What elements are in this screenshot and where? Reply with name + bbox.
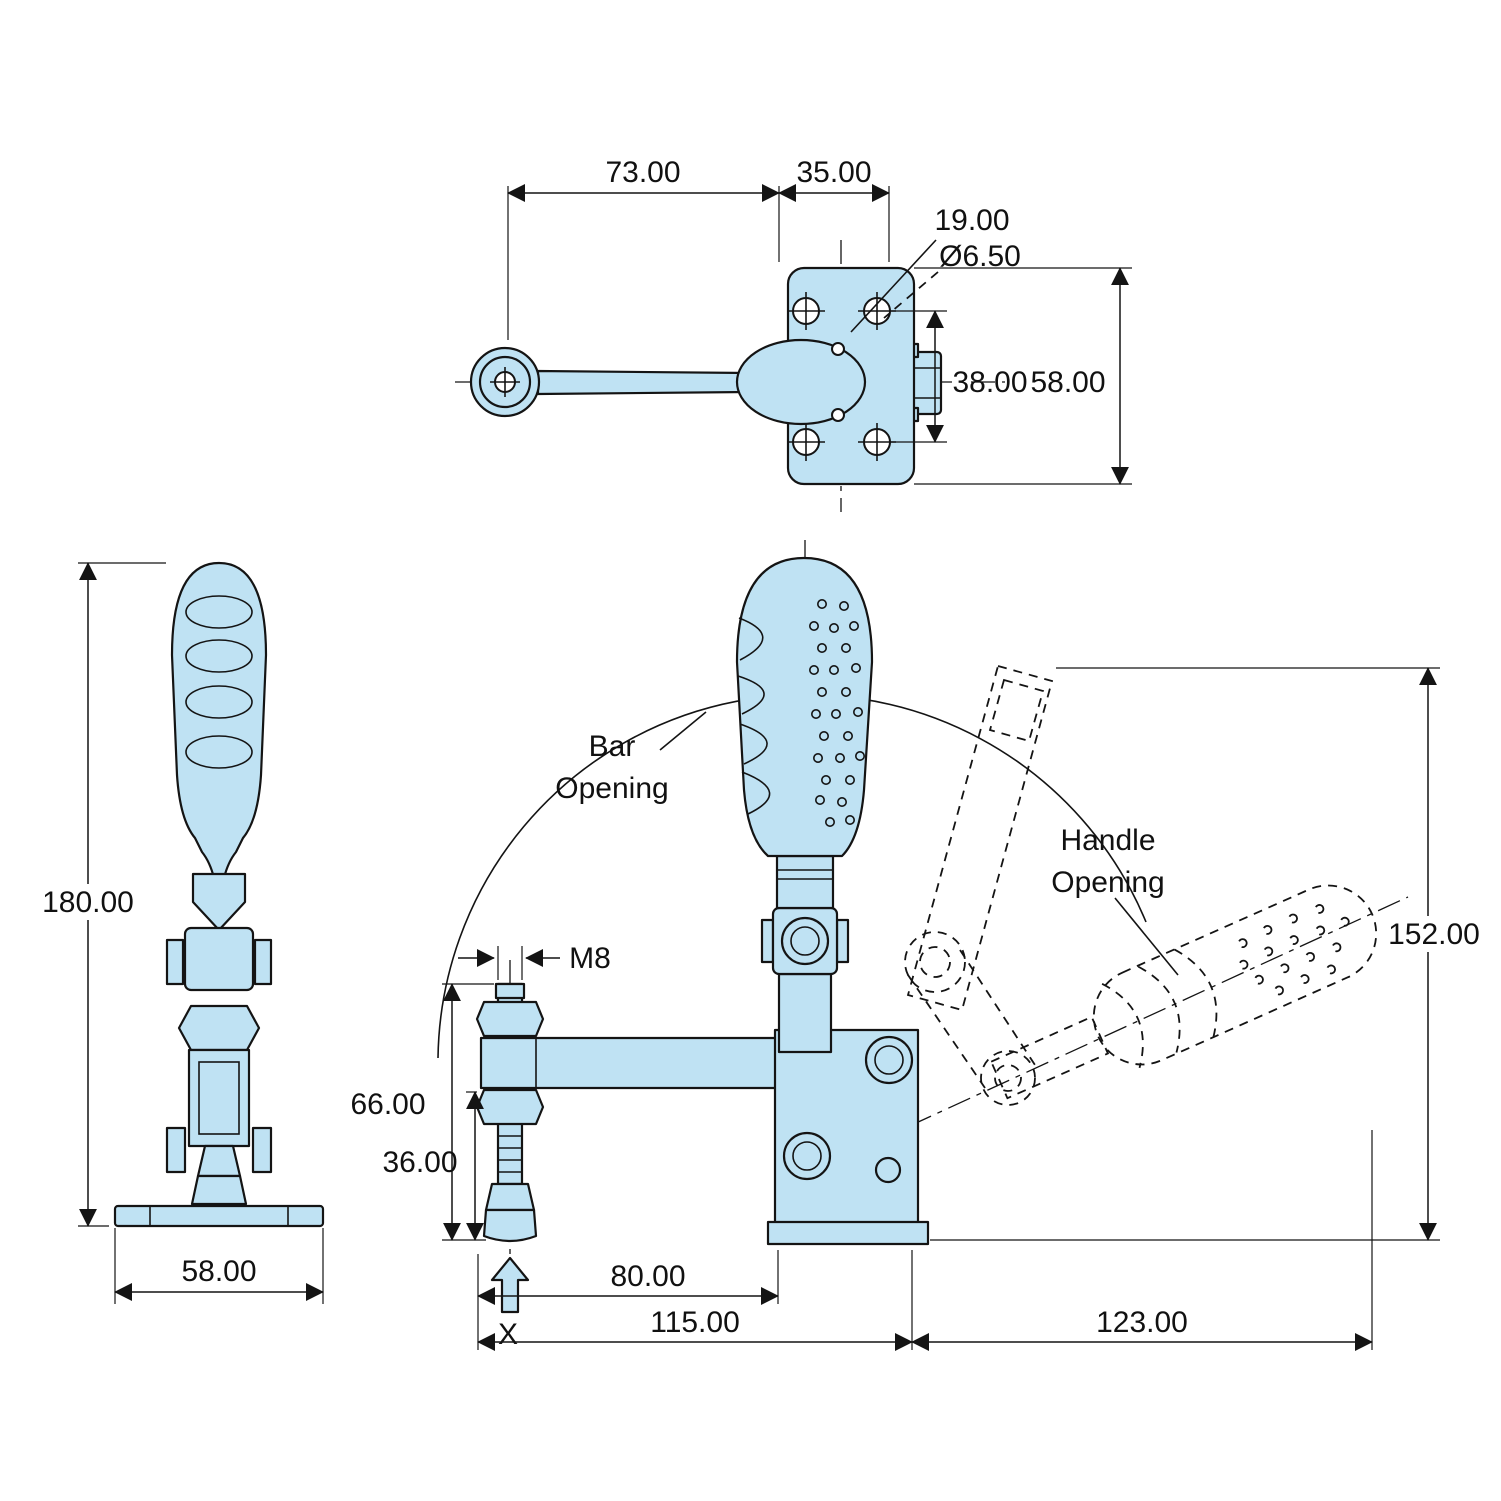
dim-123-label: 123.00 bbox=[1096, 1306, 1188, 1339]
leader-dia bbox=[883, 271, 939, 319]
side-view: 180.00 58.00 bbox=[36, 561, 325, 1304]
dim-115-label: 115.00 bbox=[650, 1306, 740, 1339]
dim-35-label: 35.00 bbox=[796, 156, 871, 189]
side-hex-nut bbox=[177, 1004, 261, 1052]
spindle-tip-pad bbox=[482, 1208, 538, 1243]
dim-58-side-label: 58.00 bbox=[181, 1255, 256, 1288]
side-link-plate bbox=[191, 872, 247, 932]
dim-66-label: 66.00 bbox=[350, 1088, 425, 1121]
swing-arc bbox=[437, 693, 1147, 1059]
handle-stem bbox=[775, 854, 835, 910]
base-foot bbox=[766, 1220, 930, 1246]
side-base-flange bbox=[113, 1204, 325, 1228]
dim-58-top-label: 58.00 bbox=[1030, 366, 1105, 399]
dim-80-label: 80.00 bbox=[610, 1260, 685, 1293]
dim-73-label: 73.00 bbox=[605, 156, 680, 189]
spindle-upper-nut bbox=[475, 1000, 545, 1038]
bar-opening-label-2: Opening bbox=[555, 772, 668, 805]
dim-19-label: 19.00 bbox=[934, 204, 1009, 237]
datum-x-label: X bbox=[498, 1318, 518, 1351]
bar-opening-leader bbox=[659, 711, 707, 751]
top-view: 73.00 35.00 19.00 Ø6.50 38.00 58.00 bbox=[455, 156, 1132, 512]
datum-arrow bbox=[490, 1256, 530, 1314]
leader-19 bbox=[850, 239, 937, 333]
clamping-bar bbox=[479, 1036, 781, 1090]
handle-grip-closed bbox=[735, 556, 874, 858]
front-dimensions: M8 66.00 36.00 X 80.00 115.00 bbox=[350, 667, 1488, 1351]
pivot-pin bbox=[780, 916, 830, 966]
handle-opening-label-1: Handle bbox=[1060, 824, 1155, 857]
annotations: Bar Opening Handle Opening bbox=[555, 711, 1179, 976]
side-clamp-body bbox=[113, 561, 325, 1228]
body-upright bbox=[777, 972, 833, 1054]
dim-180-label: 180.00 bbox=[42, 886, 134, 919]
side-handle-grip bbox=[170, 561, 268, 880]
grip-dots bbox=[808, 598, 865, 827]
spindle-tip-cone bbox=[484, 1182, 536, 1212]
dim-36-label: 36.00 bbox=[382, 1146, 457, 1179]
dim-152-label: 152.00 bbox=[1388, 918, 1480, 951]
open-position-grip bbox=[989, 884, 1378, 1100]
handle-opening-leader bbox=[1114, 897, 1179, 976]
top-spindle-boss bbox=[735, 338, 867, 426]
handle-opening-label-2: Opening bbox=[1051, 866, 1164, 899]
top-dimensions: 73.00 35.00 19.00 Ø6.50 38.00 58.00 bbox=[507, 156, 1132, 485]
open-position-lever bbox=[904, 664, 1054, 1106]
dim-m8-label: M8 bbox=[569, 942, 611, 975]
clamp-body bbox=[760, 854, 930, 1246]
dim-38-label: 38.00 bbox=[952, 366, 1027, 399]
top-handle bbox=[469, 346, 750, 418]
open-handle-centerline bbox=[791, 896, 1409, 1181]
side-dimensions: 180.00 58.00 bbox=[36, 562, 324, 1304]
bar-opening-label-1: Bar bbox=[589, 730, 636, 763]
front-view: Bar Opening Handle Opening M8 66.00 36.0… bbox=[350, 540, 1488, 1351]
spindle-lower-nut bbox=[475, 1088, 545, 1126]
spindle-assembly bbox=[475, 982, 545, 1243]
